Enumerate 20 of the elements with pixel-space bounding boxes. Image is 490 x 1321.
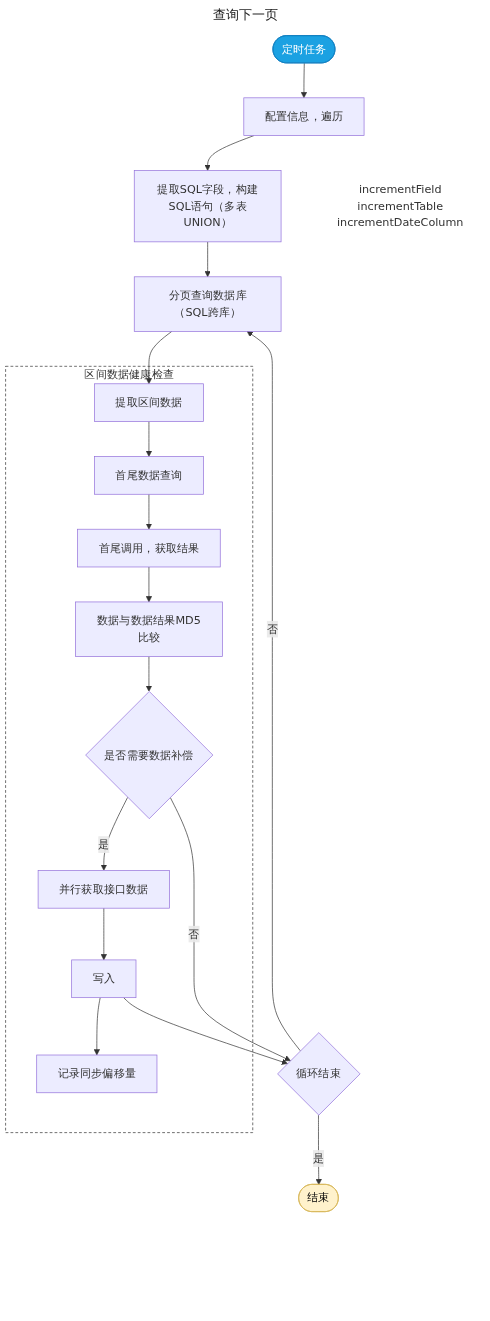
node-label: incrementDateColumn: [337, 215, 464, 230]
node-label: incrementField: [358, 182, 442, 196]
node-box: 提取SQL字段，构建SQL语句（多表UNION）: [133, 170, 282, 243]
edge-label: 是: [98, 837, 110, 851]
node-box: 写入: [71, 959, 137, 998]
node-box: 配置信息，遍历: [243, 97, 365, 136]
note-text: 查询下一页: [212, 6, 278, 24]
edge-label: 否: [188, 927, 200, 941]
edge-label: 是: [312, 1151, 325, 1165]
edge-label: 否: [266, 622, 278, 636]
node-box: 提取区间数据: [94, 383, 204, 422]
node-label: incrementTable: [357, 199, 444, 213]
node-box: 数据与数据结果MD5比较: [75, 601, 223, 657]
node-box: 记录同步偏移量: [36, 1054, 158, 1094]
node-diamond: 是否需要数据补偿: [85, 691, 214, 820]
node-box: 首尾调用，获取结果: [77, 528, 221, 568]
node-box: 并行获取接口数据: [37, 870, 170, 909]
node-diamond: 循环结束: [277, 1032, 361, 1116]
node-box: 首尾数据查询: [94, 456, 204, 495]
node-box: 分页查询数据库（SQL跨库）: [133, 276, 282, 332]
